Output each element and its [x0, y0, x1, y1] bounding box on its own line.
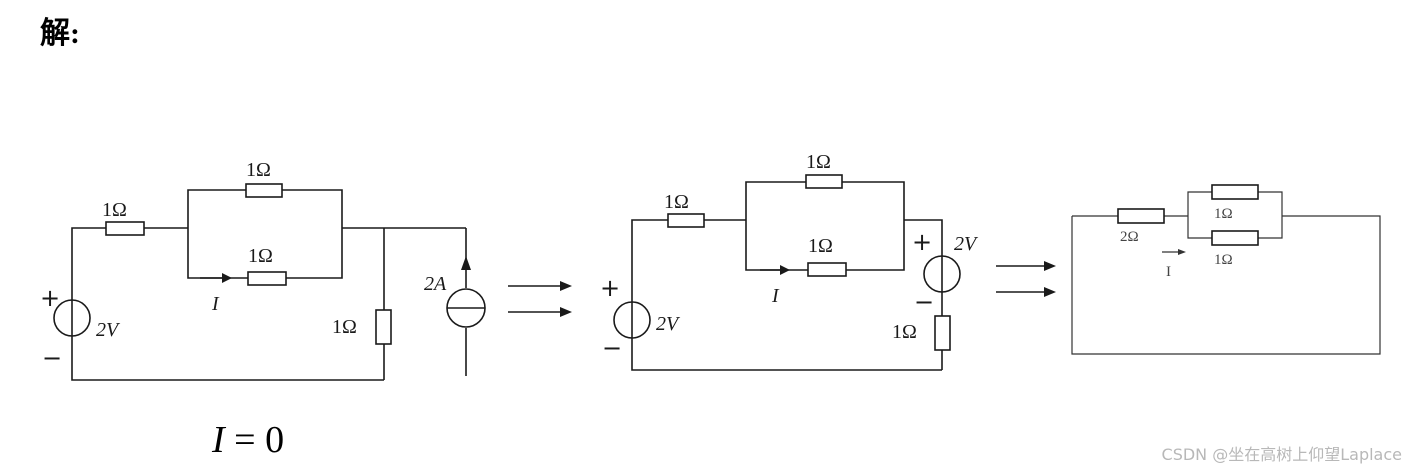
- c1-label-r-mid: 1Ω: [248, 245, 273, 267]
- c1-label-current: I: [211, 293, 220, 315]
- c2-wire-mid-left: [745, 220, 808, 271]
- result-variable: I: [212, 419, 225, 461]
- c3-resistor-top: [1211, 184, 1259, 200]
- c2-wire-left-top: [631, 219, 668, 302]
- c2-label-r-bottom: 1Ω: [892, 321, 917, 343]
- c3-wire-top-right: [1258, 191, 1283, 216]
- watermark: CSDN @坐在高树上仰望Laplace: [1161, 445, 1402, 464]
- c1-minus-sign: −: [42, 344, 62, 372]
- c2-minus-right: −: [914, 288, 934, 316]
- c3-wire-top-left: [1187, 191, 1212, 216]
- arrow-right-icon: [560, 281, 572, 291]
- c1-current-arrow-icon: [461, 256, 471, 270]
- c1-label-r-shunt: 1Ω: [332, 316, 357, 338]
- c3-resistor-bottom: [1211, 230, 1259, 246]
- c2-resistor-left: [667, 213, 705, 228]
- c2-label-voltage-source-left: 2V: [656, 313, 681, 335]
- arrow-right-icon: [1044, 261, 1056, 271]
- result-equals: =: [234, 419, 256, 461]
- c1-wire-mid-left: [187, 228, 248, 279]
- c1-resistor-mid: [247, 271, 287, 286]
- c1-current-indicator-arrowhead-icon: [222, 273, 232, 283]
- c3-label-current: I: [1166, 264, 1171, 280]
- c2-wire-mid-right: [846, 220, 905, 271]
- result-equation: I = 0: [212, 418, 284, 462]
- c3-resistor-series: [1117, 208, 1165, 224]
- c2-wire-top-left: [745, 181, 806, 220]
- c1-resistor-top: [245, 183, 283, 198]
- c1-wire-mid-right: [286, 228, 343, 279]
- c2-resistor-top: [805, 174, 843, 189]
- c2-label-r-mid: 1Ω: [808, 235, 833, 257]
- c2-current-indicator-arrowhead-icon: [780, 265, 790, 275]
- result-value: 0: [265, 419, 285, 461]
- c2-minus-left: −: [602, 334, 622, 362]
- c2-label-r-top: 1Ω: [806, 151, 831, 173]
- transform-arrows-1: [508, 281, 572, 317]
- arrow-right-icon: [560, 307, 572, 317]
- circuit-1: 1Ω 1Ω 1Ω 1Ω 2A 2V + − I: [40, 159, 486, 381]
- c1-wire-left-top: [71, 227, 106, 300]
- c1-label-voltage-source: 2V: [96, 319, 121, 341]
- c2-resistor-mid: [807, 262, 847, 277]
- c3-label-r-top: 1Ω: [1214, 206, 1233, 222]
- c1-wire-bottom: [71, 336, 384, 381]
- c3-label-r-bottom: 1Ω: [1214, 252, 1233, 268]
- c2-label-current: I: [771, 285, 780, 307]
- c2-label-r-left: 1Ω: [664, 191, 689, 213]
- c1-wire-top-left: [187, 189, 246, 228]
- c1-label-r-top: 1Ω: [246, 159, 271, 181]
- c2-resistor-bottom: [934, 315, 951, 351]
- c1-label-r-left: 1Ω: [102, 199, 127, 221]
- solution-heading: 解:: [40, 17, 80, 50]
- c1-wire-top-right: [282, 189, 343, 228]
- arrow-right-icon: [1044, 287, 1056, 297]
- c3-wire-loop: [1071, 215, 1381, 355]
- c2-plus-left: +: [600, 274, 620, 302]
- c2-plus-right: +: [912, 228, 932, 256]
- c1-resistor-left: [105, 221, 145, 236]
- c2-wire-bottom: [631, 338, 942, 371]
- c3-wire-bot-right: [1258, 216, 1283, 239]
- transform-arrows-2: [996, 261, 1056, 297]
- c2-label-voltage-source-right: 2V: [954, 233, 979, 255]
- c1-plus-sign: +: [40, 284, 60, 312]
- circuit-2: 1Ω 1Ω 1Ω 1Ω 2V 2V + − + − I: [600, 151, 979, 371]
- c2-wire-top-right: [842, 181, 905, 220]
- c1-label-current-source: 2A: [424, 273, 447, 295]
- circuit-3: 2Ω 1Ω 1Ω I: [1071, 184, 1381, 355]
- c3-current-arrowhead-icon: [1178, 249, 1186, 255]
- c3-label-r-series: 2Ω: [1120, 229, 1139, 245]
- c3-wire-bot-left: [1187, 216, 1212, 239]
- c2-wire-right-top: [904, 219, 943, 256]
- c1-resistor-shunt: [375, 309, 392, 345]
